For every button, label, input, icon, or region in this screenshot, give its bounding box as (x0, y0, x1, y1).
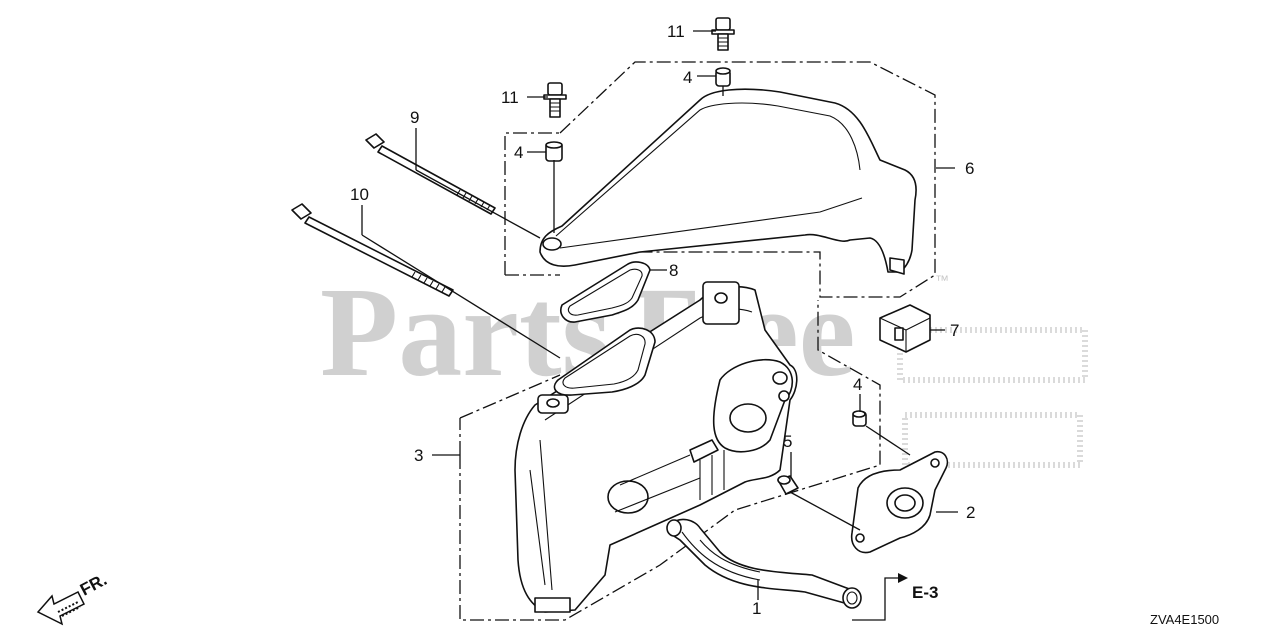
reference-arrow-icon (898, 573, 908, 583)
callout-11-left: 11 (501, 88, 519, 107)
hose-1 (666, 518, 862, 609)
callout-8: 8 (669, 261, 678, 280)
callout-11-top: 11 (667, 22, 685, 41)
reference-e3: E-3 (898, 573, 938, 602)
callout-9: 9 (410, 108, 419, 127)
callout-1: 1 (752, 599, 761, 618)
bolt-11-top (711, 17, 735, 51)
collar-4-top (715, 67, 731, 87)
front-label: FR. (77, 570, 110, 600)
reference-label: E-3 (912, 583, 938, 602)
callout-5: 5 (783, 432, 792, 451)
watermark-dots (897, 327, 1088, 468)
front-indicator: FR. (36, 570, 110, 626)
callout-4-top: 4 (683, 68, 692, 87)
clip-7 (879, 304, 931, 353)
bolt-10 (291, 203, 454, 297)
callout-2: 2 (966, 503, 975, 522)
spacer-5 (777, 475, 799, 495)
watermark-trademark: ™ (935, 272, 949, 288)
callout-10: 10 (350, 185, 369, 204)
collar-4-right (852, 410, 867, 427)
leader-lines (361, 30, 958, 621)
callout-6: 6 (965, 159, 974, 178)
bolt-11-left (543, 82, 567, 118)
collar-4-left (545, 141, 563, 162)
callout-3: 3 (414, 446, 423, 465)
cover-6 (539, 88, 917, 275)
callout-7: 7 (950, 321, 959, 340)
callout-labels: 11 4 11 4 9 10 8 6 7 4 5 2 3 1 (350, 22, 975, 618)
gasket-8 (560, 261, 651, 323)
gasket-2 (850, 450, 949, 554)
front-arrow-icon (36, 590, 86, 626)
body-3 (514, 281, 798, 613)
diagram-code: ZVA4E1500 (1150, 612, 1219, 627)
assembly-boundaries (459, 61, 936, 621)
callout-4-right: 4 (853, 375, 862, 394)
callout-4-left: 4 (514, 143, 523, 162)
